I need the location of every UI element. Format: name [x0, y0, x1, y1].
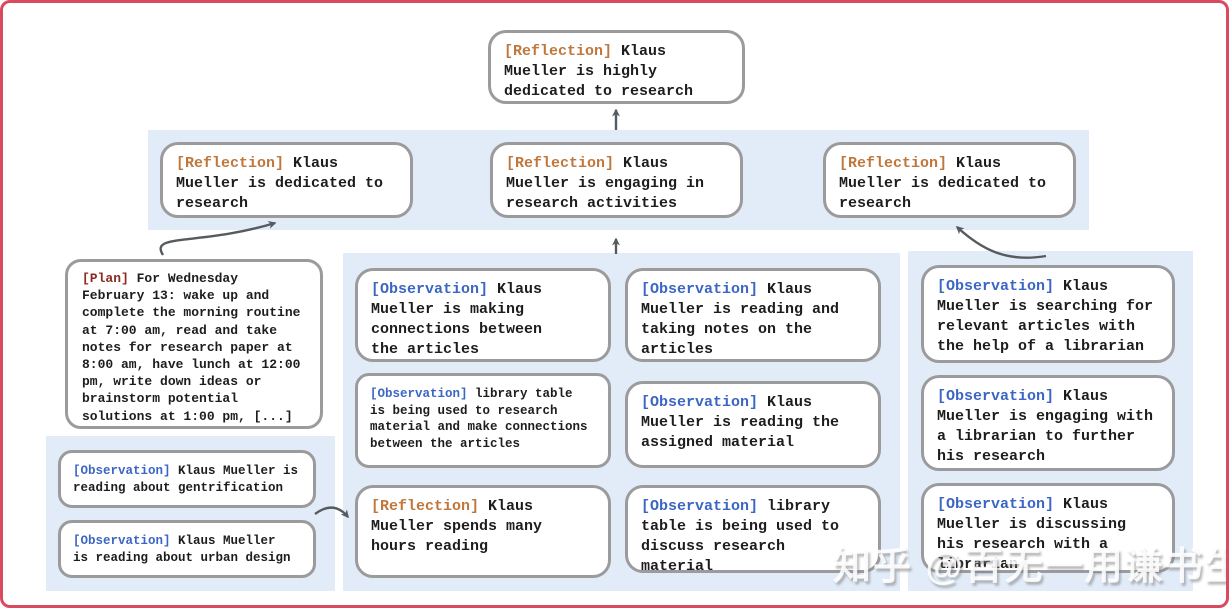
reflection-tag: [Reflection] [371, 498, 480, 515]
node-body: Klaus Mueller spends many hours reading [371, 498, 543, 555]
node-body: Klaus Mueller is engaging with a librari… [937, 388, 1154, 465]
node-text: [Reflection]Klaus Mueller spends many ho… [358, 488, 608, 566]
node-text: [Observation]Klaus Mueller is engaging w… [924, 378, 1172, 476]
observation-tag: [Observation] [73, 534, 171, 548]
node-text: [Reflection]Klaus Mueller is highly dedi… [491, 33, 742, 111]
observation-tag: [Observation] [371, 281, 489, 298]
node-body: Klaus Mueller is searching for relevant … [937, 278, 1154, 355]
observation-tag: [Observation] [641, 281, 759, 298]
node-text: [Observation]Klaus Mueller is reading ab… [61, 523, 313, 576]
node-text: [Reflection]Klaus Mueller is dedicated t… [826, 145, 1073, 223]
reflection-tag: [Reflection] [504, 43, 613, 60]
node-body: Klaus Mueller is reading the assigned ma… [641, 394, 840, 451]
observation-tag: [Observation] [641, 498, 759, 515]
node-text: [Observation]Klaus Mueller is making con… [358, 271, 608, 369]
node-text: [Observation]Klaus Mueller is reading an… [628, 271, 878, 369]
observation-tag: [Observation] [641, 394, 759, 411]
node-text: [Observation]library table is being used… [628, 488, 878, 586]
node-observation-library-table-research: [Observation]library table is being used… [355, 373, 611, 468]
node-body: Klaus Mueller is reading about gentrific… [73, 464, 299, 495]
node-text: [Observation]library table is being used… [358, 376, 608, 462]
node-body: Klaus Mueller is dedicated to research [176, 155, 384, 212]
node-reflection-spends-hours-reading: [Reflection]Klaus Mueller spends many ho… [355, 485, 611, 578]
reflection-tag: [Reflection] [839, 155, 948, 172]
node-text: [Observation]Klaus Mueller is reading th… [628, 384, 878, 462]
node-observation-library-table-discuss: [Observation]library table is being used… [625, 485, 881, 575]
node-observation-engaging-librarian: [Observation]Klaus Mueller is engaging w… [921, 375, 1175, 471]
plan-tag: [Plan] [82, 271, 129, 286]
node-plan: [Plan]For Wednesday February 13: wake up… [65, 259, 323, 429]
reflection-tag: [Reflection] [506, 155, 615, 172]
node-observation-making-connections: [Observation]Klaus Mueller is making con… [355, 268, 611, 362]
reflection-tag: [Reflection] [176, 155, 285, 172]
node-observation-assigned-material: [Observation]Klaus Mueller is reading th… [625, 381, 881, 468]
observation-tag: [Observation] [73, 464, 171, 478]
node-body: Klaus Mueller is highly dedicated to res… [504, 43, 694, 100]
node-reflection-middle: [Reflection]Klaus Mueller is engaging in… [490, 142, 743, 218]
node-body: Klaus Mueller is engaging in research ac… [506, 155, 705, 212]
node-top-reflection: [Reflection]Klaus Mueller is highly dedi… [488, 30, 745, 104]
node-body: For Wednesday February 13: wake up and c… [82, 271, 301, 424]
node-body: Klaus Mueller is reading about urban des… [73, 534, 291, 565]
node-body: Klaus Mueller is dedicated to research [839, 155, 1047, 212]
node-text: [Observation]Klaus Mueller is discussing… [924, 486, 1172, 584]
observation-tag: [Observation] [370, 387, 468, 401]
node-body: library table is being used to discuss r… [641, 498, 840, 575]
node-reflection-right: [Reflection]Klaus Mueller is dedicated t… [823, 142, 1076, 218]
node-body: library table is being used to research … [370, 387, 588, 451]
observation-tag: [Observation] [937, 278, 1055, 295]
node-body: Klaus Mueller is discussing his research… [937, 496, 1127, 573]
node-text: [Reflection]Klaus Mueller is engaging in… [493, 145, 740, 223]
node-text: [Reflection]Klaus Mueller is dedicated t… [163, 145, 410, 223]
node-observation-discussing-librarian: [Observation]Klaus Mueller is discussing… [921, 483, 1175, 573]
node-reflection-left: [Reflection]Klaus Mueller is dedicated t… [160, 142, 413, 218]
node-text: [Observation]Klaus Mueller is reading ab… [61, 453, 313, 506]
observation-tag: [Observation] [937, 496, 1055, 513]
node-text: [Observation]Klaus Mueller is searching … [924, 268, 1172, 366]
node-observation-gentrification: [Observation]Klaus Mueller is reading ab… [58, 450, 316, 508]
node-observation-searching-articles: [Observation]Klaus Mueller is searching … [921, 265, 1175, 363]
node-text: [Plan]For Wednesday February 13: wake up… [68, 262, 320, 433]
watermark: 知乎 @百无一用谦书生 [833, 546, 1229, 588]
node-observation-urban-design: [Observation]Klaus Mueller is reading ab… [58, 520, 316, 578]
node-body: Klaus Mueller is reading and taking note… [641, 281, 840, 358]
observation-tag: [Observation] [937, 388, 1055, 405]
node-observation-taking-notes: [Observation]Klaus Mueller is reading an… [625, 268, 881, 362]
node-body: Klaus Mueller is making connections betw… [371, 281, 543, 358]
